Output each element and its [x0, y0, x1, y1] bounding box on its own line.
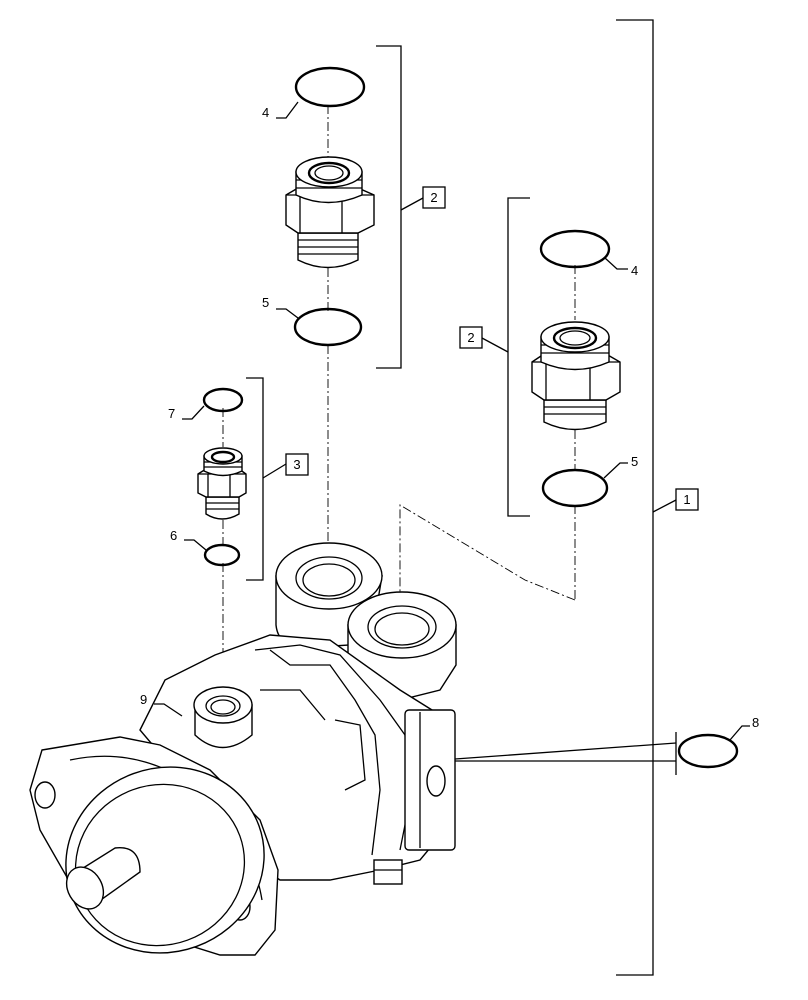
callout-9: 9 [140, 692, 183, 717]
o-ring-8 [677, 733, 739, 769]
callout-label-8: 8 [752, 715, 759, 730]
adapter-fitting-2-upper [285, 156, 375, 269]
reference-box-2-upper: 2 [422, 186, 446, 209]
callout-5-right: 5 [603, 454, 638, 479]
o-ring-8-leaders [454, 732, 677, 775]
bracket-fitting-2-upper [376, 45, 424, 369]
reference-label-2-right: 2 [467, 330, 474, 345]
callout-label-5-upper: 5 [262, 295, 269, 310]
callout-5-upper: 5 [262, 295, 299, 319]
reference-label-1: 1 [683, 492, 690, 507]
reference-label-3: 3 [293, 457, 300, 472]
callout-label-5-right: 5 [631, 454, 638, 469]
callout-4-upper: 4 [262, 101, 299, 120]
reference-box-2-right: 2 [459, 326, 483, 349]
callout-label-4-right: 4 [631, 263, 638, 278]
callout-label-4-upper: 4 [262, 105, 269, 120]
bracket-fitting-3 [246, 377, 287, 581]
hydraulic-motor [29, 542, 457, 956]
callout-label-9: 9 [140, 692, 147, 707]
o-ring-5-right [541, 468, 609, 508]
callout-label-7: 7 [168, 406, 175, 421]
bracket-fitting-2-right [481, 197, 530, 517]
callout-8: 8 [729, 715, 759, 741]
adapter-fitting-2-right [531, 321, 621, 431]
o-ring-6 [203, 543, 241, 567]
o-ring-4-upper [294, 66, 366, 108]
o-ring-7 [202, 387, 244, 413]
reference-box-1: 1 [675, 488, 699, 511]
o-ring-5-upper [293, 307, 363, 347]
o-ring-4-right [539, 229, 611, 269]
callout-7: 7 [168, 405, 205, 421]
reference-label-2-upper: 2 [430, 190, 437, 205]
callout-6: 6 [170, 528, 207, 551]
callout-4-right: 4 [604, 257, 638, 278]
bracket-assembly-1 [616, 19, 677, 976]
callout-label-6: 6 [170, 528, 177, 543]
reference-box-3: 3 [285, 453, 309, 476]
adapter-fitting-3 [197, 447, 247, 520]
